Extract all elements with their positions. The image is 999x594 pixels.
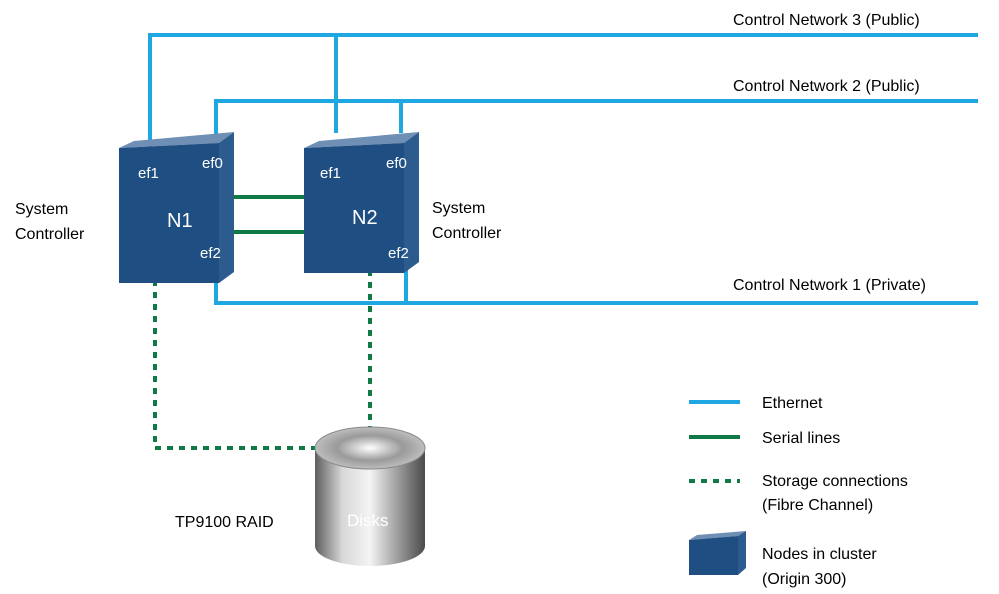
disk-body — [315, 448, 425, 566]
n1-ef0-label: ef0 — [202, 155, 223, 172]
node-n1-front — [119, 143, 219, 283]
n1-name: N1 — [167, 210, 193, 232]
node-n1: ef1 ef0 N1 ef2 — [119, 132, 234, 283]
disk-label: Disks — [347, 511, 389, 530]
serial-lines — [234, 195, 312, 234]
raid-label: TP9100 RAID — [175, 514, 274, 531]
ethernet-lines — [148, 33, 978, 305]
n1-ef2-label: ef2 — [200, 245, 221, 262]
n1-role-line2: Controller — [15, 226, 85, 243]
n1-role-line1: System — [15, 201, 68, 218]
node-n1-side — [219, 132, 234, 283]
legend-nodes-label-1: Nodes in cluster — [762, 546, 877, 563]
node-n2-side — [404, 132, 419, 273]
legend-node-swatch — [689, 531, 746, 575]
node-n2-top — [304, 132, 419, 148]
n2-role-line2: Controller — [432, 225, 502, 242]
legend-ethernet-label: Ethernet — [762, 395, 823, 412]
storage-connections — [153, 270, 372, 450]
legend-storage-label-1: Storage connections — [762, 473, 908, 490]
control-network-2-label: Control Network 2 (Public) — [733, 78, 920, 95]
n2-ef1-label: ef1 — [320, 165, 341, 182]
control-network-1-label: Control Network 1 (Private) — [733, 277, 926, 294]
node-n2: ef1 ef0 N2 ef2 — [304, 132, 419, 273]
n1-storage-connection — [153, 280, 370, 450]
n2-name: N2 — [352, 207, 378, 229]
n1-ef1-label: ef1 — [138, 165, 159, 182]
legend-nodes-label-2: (Origin 300) — [762, 571, 846, 588]
n2-ef0-label: ef0 — [386, 155, 407, 172]
n2-role-line1: System — [432, 200, 485, 217]
raid-disk-cylinder: Disks — [314, 426, 426, 566]
legend-storage-label-2: (Fibre Channel) — [762, 497, 873, 514]
node-n2-front — [304, 143, 404, 273]
disk-top — [314, 426, 426, 470]
legend-serial-label: Serial lines — [762, 430, 840, 447]
node-n1-top — [119, 132, 234, 148]
n2-ef2-label: ef2 — [388, 245, 409, 262]
control-network-3-label: Control Network 3 (Public) — [733, 12, 920, 29]
legend: Ethernet Serial lines Storage connection… — [689, 395, 908, 588]
